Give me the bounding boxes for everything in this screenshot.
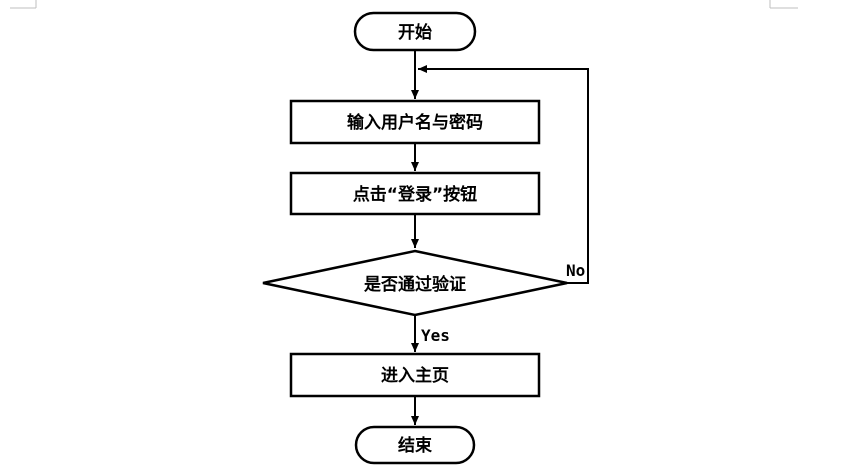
enter-home-label: 进入主页 bbox=[381, 365, 449, 386]
edge-no-loop bbox=[418, 65, 589, 284]
click-login-node: 点击“登录”按钮 bbox=[289, 171, 541, 216]
crop-mark-left bbox=[10, 0, 37, 9]
input-credentials-node: 输入用户名与密码 bbox=[289, 99, 541, 145]
start-node: 开始 bbox=[353, 11, 477, 52]
decision-node: 是否通过验证 bbox=[262, 249, 568, 317]
start-label: 开始 bbox=[398, 22, 432, 43]
enter-home-node: 进入主页 bbox=[289, 352, 541, 398]
crop-mark-right bbox=[769, 0, 798, 9]
click-login-label: 点击“登录”按钮 bbox=[353, 184, 477, 205]
end-node: 结束 bbox=[354, 425, 476, 465]
no-label: No bbox=[566, 261, 585, 280]
yes-label: Yes bbox=[421, 326, 450, 345]
end-label: 结束 bbox=[398, 435, 432, 456]
decision-label: 是否通过验证 bbox=[364, 274, 466, 295]
input-credentials-label: 输入用户名与密码 bbox=[347, 112, 483, 133]
